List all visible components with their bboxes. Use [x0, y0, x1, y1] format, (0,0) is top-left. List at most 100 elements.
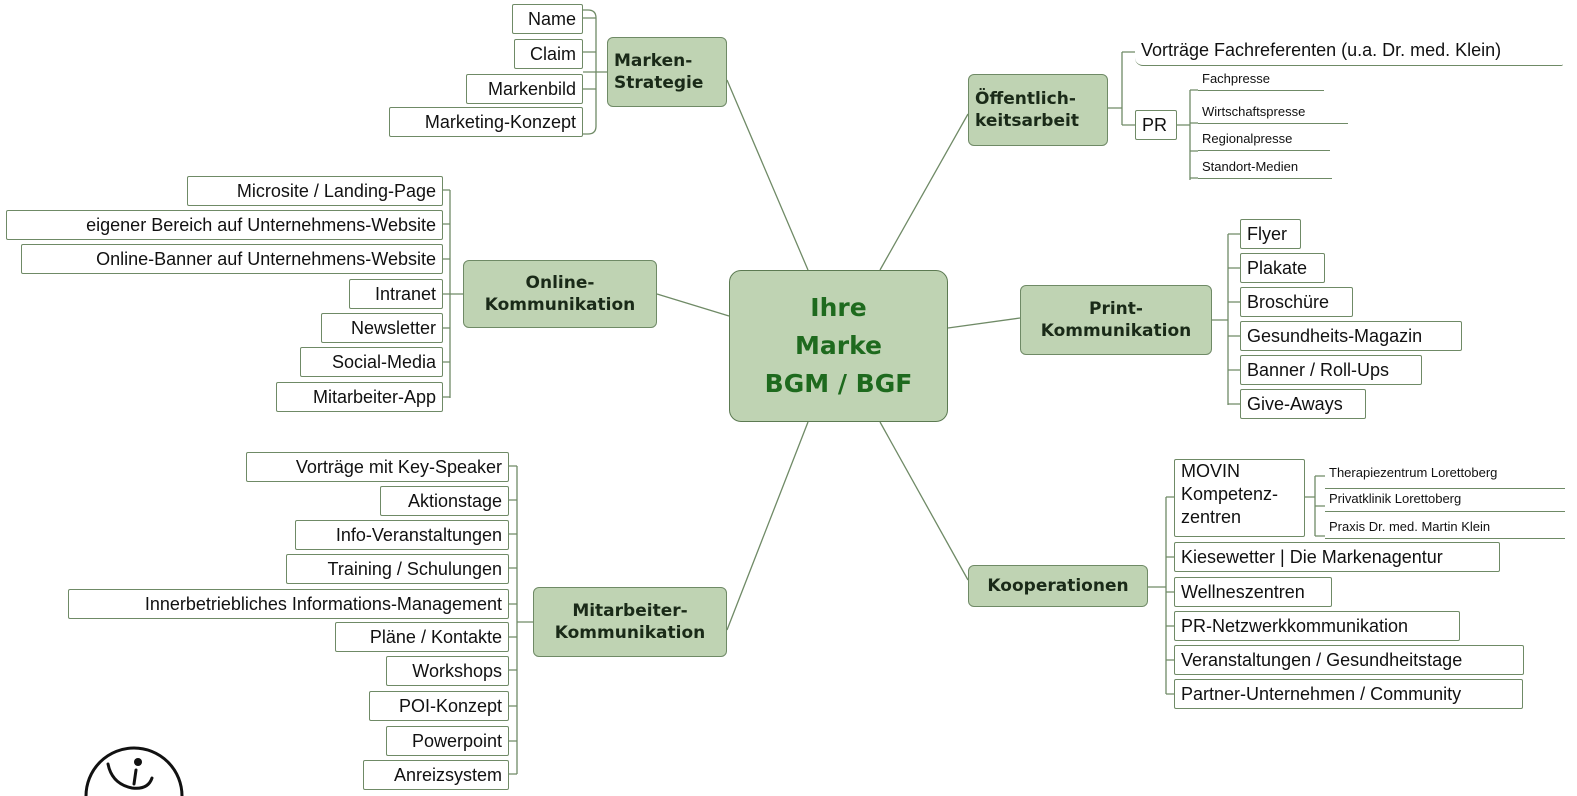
koop-movin-line-2: Kompetenz- [1181, 484, 1279, 504]
movin-item-praxis[interactable]: Praxis Dr. med. Martin Klein [1325, 517, 1565, 539]
mitarbeiter-item-informations-management[interactable]: Innerbetriebliches Informations-Manageme… [68, 589, 509, 619]
topic-marken-strategie[interactable]: Marken- Strategie [607, 37, 727, 107]
topic-online-line-2: Kommunikation [484, 295, 636, 315]
connector-center-marken [726, 79, 809, 271]
movin-item-therapiezentrum[interactable]: Therapiezentrum Lorettoberg [1325, 463, 1565, 485]
marken-item-markenbild[interactable]: Markenbild [466, 74, 583, 104]
mitarbeiter-item-label: Workshops [412, 660, 502, 681]
print-item-label: Banner / Roll-Ups [1247, 359, 1390, 380]
mitarbeiter-item-info-veranstaltungen[interactable]: Info-Veranstaltungen [295, 520, 509, 550]
online-item-label: Newsletter [350, 317, 436, 338]
marken-item-label: Marketing-Konzept [424, 111, 576, 132]
marken-item-name[interactable]: Name [512, 4, 583, 34]
topic-print-kommunikation[interactable]: Print- Kommunikation [1020, 285, 1212, 355]
connector-center-print [947, 317, 1021, 329]
online-item-social-media[interactable]: Social-Media [300, 347, 443, 377]
mitarbeiter-item-plaene-kontakte[interactable]: Pläne / Kontakte [335, 622, 509, 652]
connector-center-kooperationen [879, 421, 969, 581]
mitarbeiter-item-poi-konzept[interactable]: POI-Konzept [369, 691, 509, 721]
online-item-mitarbeiter-app[interactable]: Mitarbeiter-App [276, 382, 443, 412]
online-item-online-banner[interactable]: Online-Banner auf Unternehmens-Website [21, 244, 443, 274]
print-item-label: Flyer [1247, 223, 1287, 244]
marken-item-label: Name [527, 8, 576, 29]
center-line-3: BGM / BGF [764, 369, 913, 398]
brand-logo-icon [84, 746, 184, 796]
print-item-label: Broschüre [1247, 291, 1330, 312]
marken-item-label: Markenbild [487, 78, 576, 99]
koop-item-label: PR-Netzwerkkommunikation [1181, 615, 1409, 636]
marken-item-label: Claim [529, 43, 576, 64]
pr-item-standort-medien[interactable]: Standort-Medien [1198, 157, 1332, 179]
topic-print-line-2: Kommunikation [1040, 321, 1192, 341]
topic-oeffentlichkeitsarbeit[interactable]: Öffentlich- keitsarbeit [968, 74, 1108, 146]
topic-marken-line-1: Marken- [614, 51, 693, 71]
marken-item-claim[interactable]: Claim [514, 39, 583, 69]
bracket-kooperationen [1148, 496, 1174, 695]
koop-item-label: Kiesewetter | Die Markenagentur [1181, 546, 1443, 567]
online-item-microsite[interactable]: Microsite / Landing-Page [187, 176, 443, 206]
print-item-label: Plakate [1247, 257, 1308, 278]
online-item-newsletter[interactable]: Newsletter [321, 313, 443, 343]
mitarbeiter-item-vortraege[interactable]: Vorträge mit Key-Speaker [246, 452, 509, 482]
mitarbeiter-item-powerpoint[interactable]: Powerpoint [386, 726, 509, 756]
mitarbeiter-item-label: Training / Schulungen [327, 558, 502, 579]
connector-center-mitarbeiter [726, 421, 809, 631]
print-item-banner-roll-ups[interactable]: Banner / Roll-Ups [1240, 355, 1422, 385]
koop-item-partner-unternehmen[interactable]: Partner-Unternehmen / Community [1174, 679, 1523, 709]
movin-item-label: Privatklinik Lorettoberg [1329, 491, 1462, 506]
koop-item-kiesewetter[interactable]: Kiesewetter | Die Markenagentur [1174, 542, 1500, 572]
topic-print-line-1: Print- [1089, 299, 1143, 319]
oeffentlich-item-vortraege[interactable]: Vorträge Fachreferenten (u.a. Dr. med. K… [1135, 36, 1563, 66]
oeffentlich-item-label: PR [1142, 114, 1168, 135]
online-item-label: Intranet [374, 283, 436, 304]
mitarbeiter-item-label: POI-Konzept [398, 695, 502, 716]
mitarbeiter-item-workshops[interactable]: Workshops [386, 656, 509, 686]
print-item-flyer[interactable]: Flyer [1240, 219, 1301, 249]
pr-item-wirtschaftspresse[interactable]: Wirtschaftspresse [1198, 102, 1348, 124]
online-item-eigener-bereich[interactable]: eigener Bereich auf Unternehmens-Website [6, 210, 443, 240]
pr-item-label: Regionalpresse [1202, 131, 1293, 146]
topic-mitarbeiter-kommunikation[interactable]: Mitarbeiter- Kommunikation [533, 587, 727, 657]
pr-item-fachpresse[interactable]: Fachpresse [1198, 69, 1324, 91]
bracket-movin [1305, 475, 1325, 537]
pr-item-label: Standort-Medien [1202, 159, 1299, 174]
marken-item-marketing-konzept[interactable]: Marketing-Konzept [389, 107, 583, 137]
print-item-broschuere[interactable]: Broschüre [1240, 287, 1353, 317]
koop-item-pr-netzwerk[interactable]: PR-Netzwerkkommunikation [1174, 611, 1460, 641]
mitarbeiter-item-label: Pläne / Kontakte [369, 626, 502, 647]
online-item-label: Online-Banner auf Unternehmens-Website [96, 248, 436, 269]
koop-item-wellneszentren[interactable]: Wellneszentren [1174, 577, 1332, 607]
topic-mitarbeiter-line-1: Mitarbeiter- [572, 601, 688, 621]
koop-item-label: Partner-Unternehmen / Community [1181, 683, 1462, 704]
pr-item-regionalpresse[interactable]: Regionalpresse [1198, 129, 1330, 151]
topic-mitarbeiter-line-2: Kommunikation [554, 623, 706, 643]
koop-item-label: Wellneszentren [1181, 581, 1305, 602]
mitarbeiter-item-aktionstage[interactable]: Aktionstage [380, 486, 509, 516]
topic-online-kommunikation[interactable]: Online- Kommunikation [463, 260, 657, 328]
topic-online-line-1: Online- [525, 273, 595, 293]
print-item-give-aways[interactable]: Give-Aways [1240, 389, 1366, 419]
mitarbeiter-item-training[interactable]: Training / Schulungen [286, 554, 509, 584]
bracket-mitarbeiter [509, 465, 533, 775]
topic-kooperationen[interactable]: Kooperationen [968, 565, 1148, 607]
print-item-gesundheits-magazin[interactable]: Gesundheits-Magazin [1240, 321, 1462, 351]
mitarbeiter-item-label: Info-Veranstaltungen [335, 524, 502, 545]
bracket-online [443, 189, 463, 398]
online-item-label: eigener Bereich auf Unternehmens-Website [86, 214, 436, 235]
mitarbeiter-item-anreizsystem[interactable]: Anreizsystem [363, 760, 509, 790]
oeffentlich-item-pr[interactable]: PR [1135, 110, 1177, 140]
koop-item-veranstaltungen[interactable]: Veranstaltungen / Gesundheitstage [1174, 645, 1524, 675]
koop-item-movin-kompetenzzentren[interactable]: MOVIN Kompetenz- zentren [1174, 459, 1305, 537]
center-line-2: Marke [795, 331, 882, 360]
print-item-plakate[interactable]: Plakate [1240, 253, 1325, 283]
online-item-intranet[interactable]: Intranet [349, 279, 443, 309]
koop-item-label: Veranstaltungen / Gesundheitstage [1181, 649, 1463, 670]
mitarbeiter-item-label: Aktionstage [407, 490, 502, 511]
print-item-label: Give-Aways [1247, 393, 1343, 414]
central-topic[interactable]: Ihre Marke BGM / BGF [729, 270, 948, 422]
movin-item-privatklinik[interactable]: Privatklinik Lorettoberg [1325, 488, 1565, 512]
print-item-label: Gesundheits-Magazin [1247, 325, 1423, 346]
koop-movin-line-1: MOVIN [1181, 461, 1241, 481]
